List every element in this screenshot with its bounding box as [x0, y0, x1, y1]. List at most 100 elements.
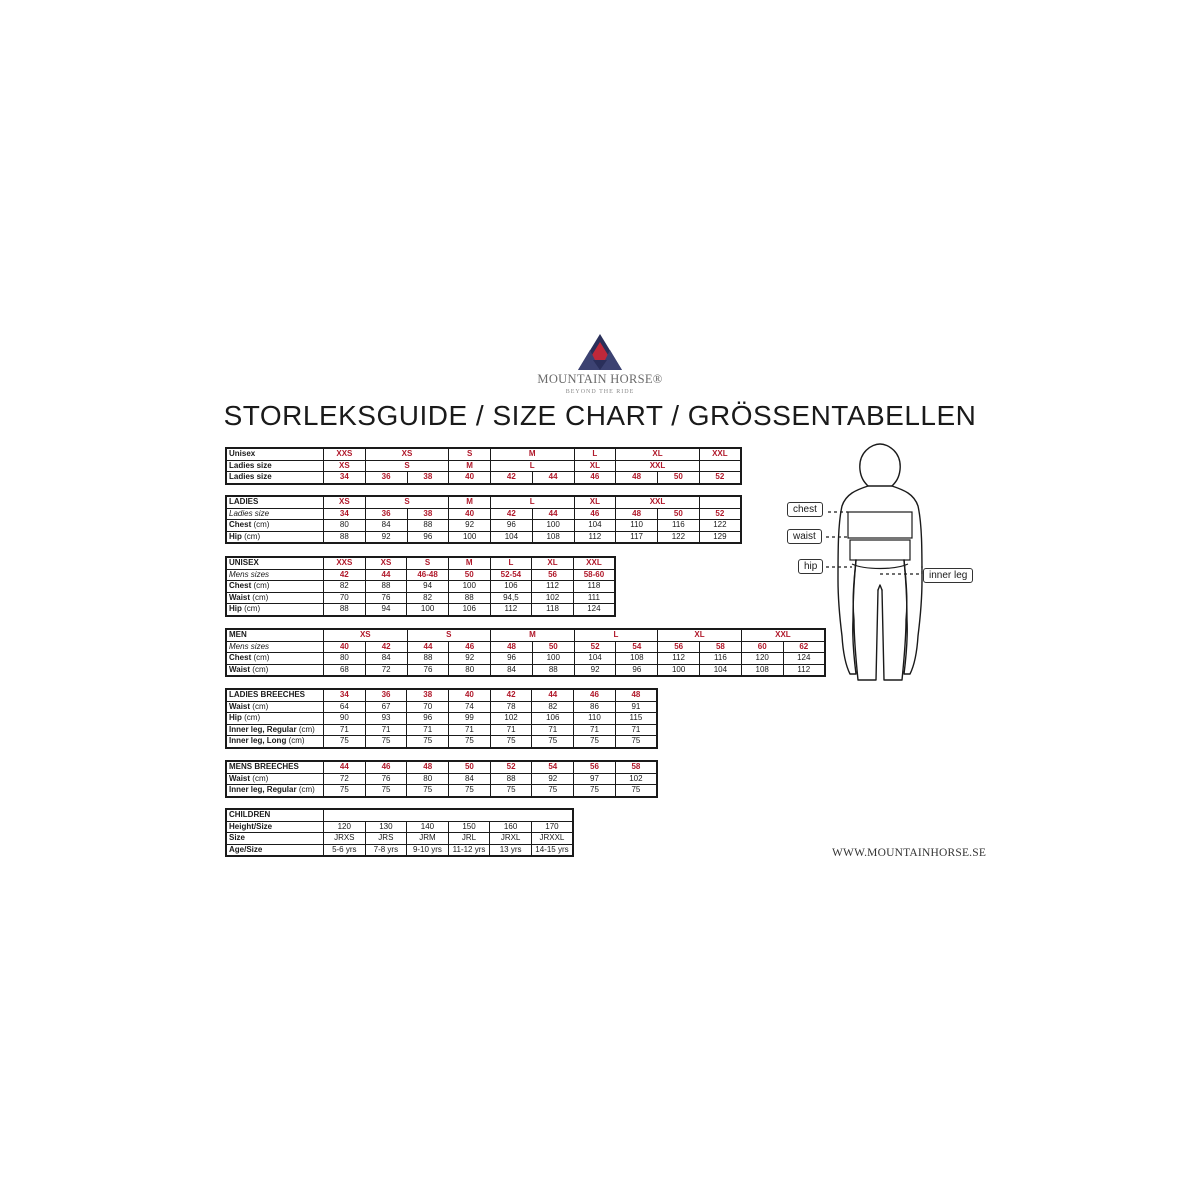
unit-label: (cm) [298, 785, 315, 795]
size-cell: 44 [531, 507, 575, 520]
value-cell: 92 [531, 772, 575, 785]
value-cell: 74 [448, 700, 491, 713]
value-cell: 75 [448, 735, 491, 748]
value-cell: 84 [364, 519, 408, 532]
table-row: Waist (cm) 68 72 76 80 84 88 92 96 100 1… [225, 663, 826, 677]
value-cell: JRXL [489, 832, 532, 845]
value-cell: 72 [364, 663, 408, 677]
row-label: Waist (cm) [225, 591, 324, 604]
unit-label: (cm) [253, 653, 270, 663]
value-cell: 102 [614, 772, 658, 785]
label-strong: Waist [229, 664, 251, 674]
value-cell: 124 [572, 603, 616, 616]
size-cell: L [490, 459, 575, 472]
size-cell: 50 [448, 760, 491, 774]
mens-breeches-table: MENS BREECHES 44 46 48 50 52 54 56 58 Wa… [225, 760, 658, 798]
value-cell: 111 [572, 591, 616, 604]
table-row: Inner leg, Long (cm) 75 75 75 75 75 75 7… [225, 735, 658, 748]
value-cell: 75 [489, 735, 533, 748]
size-cell: S [364, 495, 450, 509]
value-cell: 82 [323, 580, 366, 593]
unit-label: (cm) [288, 736, 305, 746]
value-cell: 129 [698, 530, 742, 544]
size-cell: S [448, 447, 491, 461]
value-cell: 9-10 yrs [406, 843, 449, 857]
value-cell: 100 [448, 530, 491, 544]
size-cell: XS [323, 495, 366, 509]
size-cell: XXL [572, 556, 616, 570]
value-cell: 68 [323, 663, 366, 677]
row-label: Chest (cm) [225, 652, 324, 665]
size-cell: XXL [615, 459, 700, 472]
value-cell: 96 [490, 652, 533, 665]
value-cell: 88 [406, 519, 450, 532]
size-cell: 50 [657, 471, 700, 484]
size-cell: 42 [490, 471, 533, 484]
value-cell: JRL [447, 832, 491, 845]
table-row: LADIES BREECHES 34 36 38 40 42 44 46 48 [225, 688, 658, 702]
size-cell: 48 [615, 507, 658, 520]
value-cell: 75 [531, 784, 575, 797]
table-row: LADIES XS S M L XL XXL [225, 495, 742, 509]
size-cell: L [489, 556, 533, 570]
value-cell: 116 [657, 519, 700, 532]
size-cell: 46 [364, 760, 408, 774]
label-strong: Hip [229, 531, 242, 541]
size-cell: 52-54 [489, 568, 533, 581]
size-cell: 48 [406, 760, 450, 774]
value-cell: 5-6 yrs [323, 843, 366, 857]
size-cell: 52 [489, 760, 533, 774]
value-cell: 99 [448, 712, 491, 725]
value-cell: 118 [572, 580, 616, 593]
size-cell: 42 [323, 568, 366, 581]
unisex-table: UNISEX XXS XS S M L XL XXL Mens sizes 42… [225, 556, 616, 617]
row-label: Ladies size [225, 459, 324, 472]
value-cell: 84 [490, 663, 533, 677]
unit-label: (cm) [244, 531, 261, 541]
value-cell: 80 [448, 663, 492, 677]
value-cell: 75 [448, 784, 491, 797]
size-cell: M [490, 628, 575, 642]
value-cell: 94 [364, 603, 408, 616]
size-cell: 44 [323, 760, 366, 774]
row-label: Ladies size [225, 507, 324, 520]
value-cell: 102 [489, 712, 533, 725]
unit-label: (cm) [252, 664, 269, 674]
value-cell: 92 [364, 530, 408, 544]
row-label: Inner leg, Regular (cm) [225, 784, 324, 797]
size-cell: XXS [323, 447, 366, 461]
size-cell: XL [573, 459, 617, 472]
value-cell: 120 [323, 820, 366, 833]
row-label: Hip (cm) [225, 712, 324, 725]
size-cell: 46 [573, 471, 617, 484]
value-cell: 82 [531, 700, 575, 713]
size-cell: L [573, 447, 617, 461]
value-cell: 160 [489, 820, 532, 833]
row-label: Waist (cm) [225, 663, 324, 677]
value-cell: 88 [531, 663, 575, 677]
table-row: Waist (cm) 70 76 82 88 94,5 102 111 [225, 591, 616, 604]
value-cell: 104 [573, 652, 617, 665]
value-cell: 64 [323, 700, 366, 713]
unisex-size-map-table: Unisex XXS XS S M L XL XXL Ladies size X… [225, 447, 742, 485]
value-cell: 140 [406, 820, 449, 833]
value-cell: 170 [530, 820, 574, 833]
value-cell: 100 [447, 580, 491, 593]
value-cell: 92 [448, 519, 491, 532]
value-cell: 94,5 [489, 591, 533, 604]
row-label: Age/Size [225, 843, 324, 857]
label-strong: Inner leg, Long [229, 736, 287, 746]
value-cell: 71 [448, 723, 491, 736]
value-cell: 70 [406, 700, 450, 713]
children-table: CHILDREN Height/Size 120 130 140 150 160… [225, 808, 574, 857]
value-cell: 100 [657, 663, 701, 677]
table-row: Hip (cm) 90 93 96 99 102 106 110 115 [225, 712, 658, 725]
row-label: Hip (cm) [225, 603, 324, 616]
value-cell: 112 [657, 652, 701, 665]
size-cell: M [448, 495, 491, 509]
value-cell: 75 [614, 735, 658, 748]
value-cell: 92 [573, 663, 617, 677]
value-cell: 106 [531, 712, 575, 725]
size-cell: XL [615, 447, 700, 461]
value-cell: 88 [323, 530, 366, 544]
